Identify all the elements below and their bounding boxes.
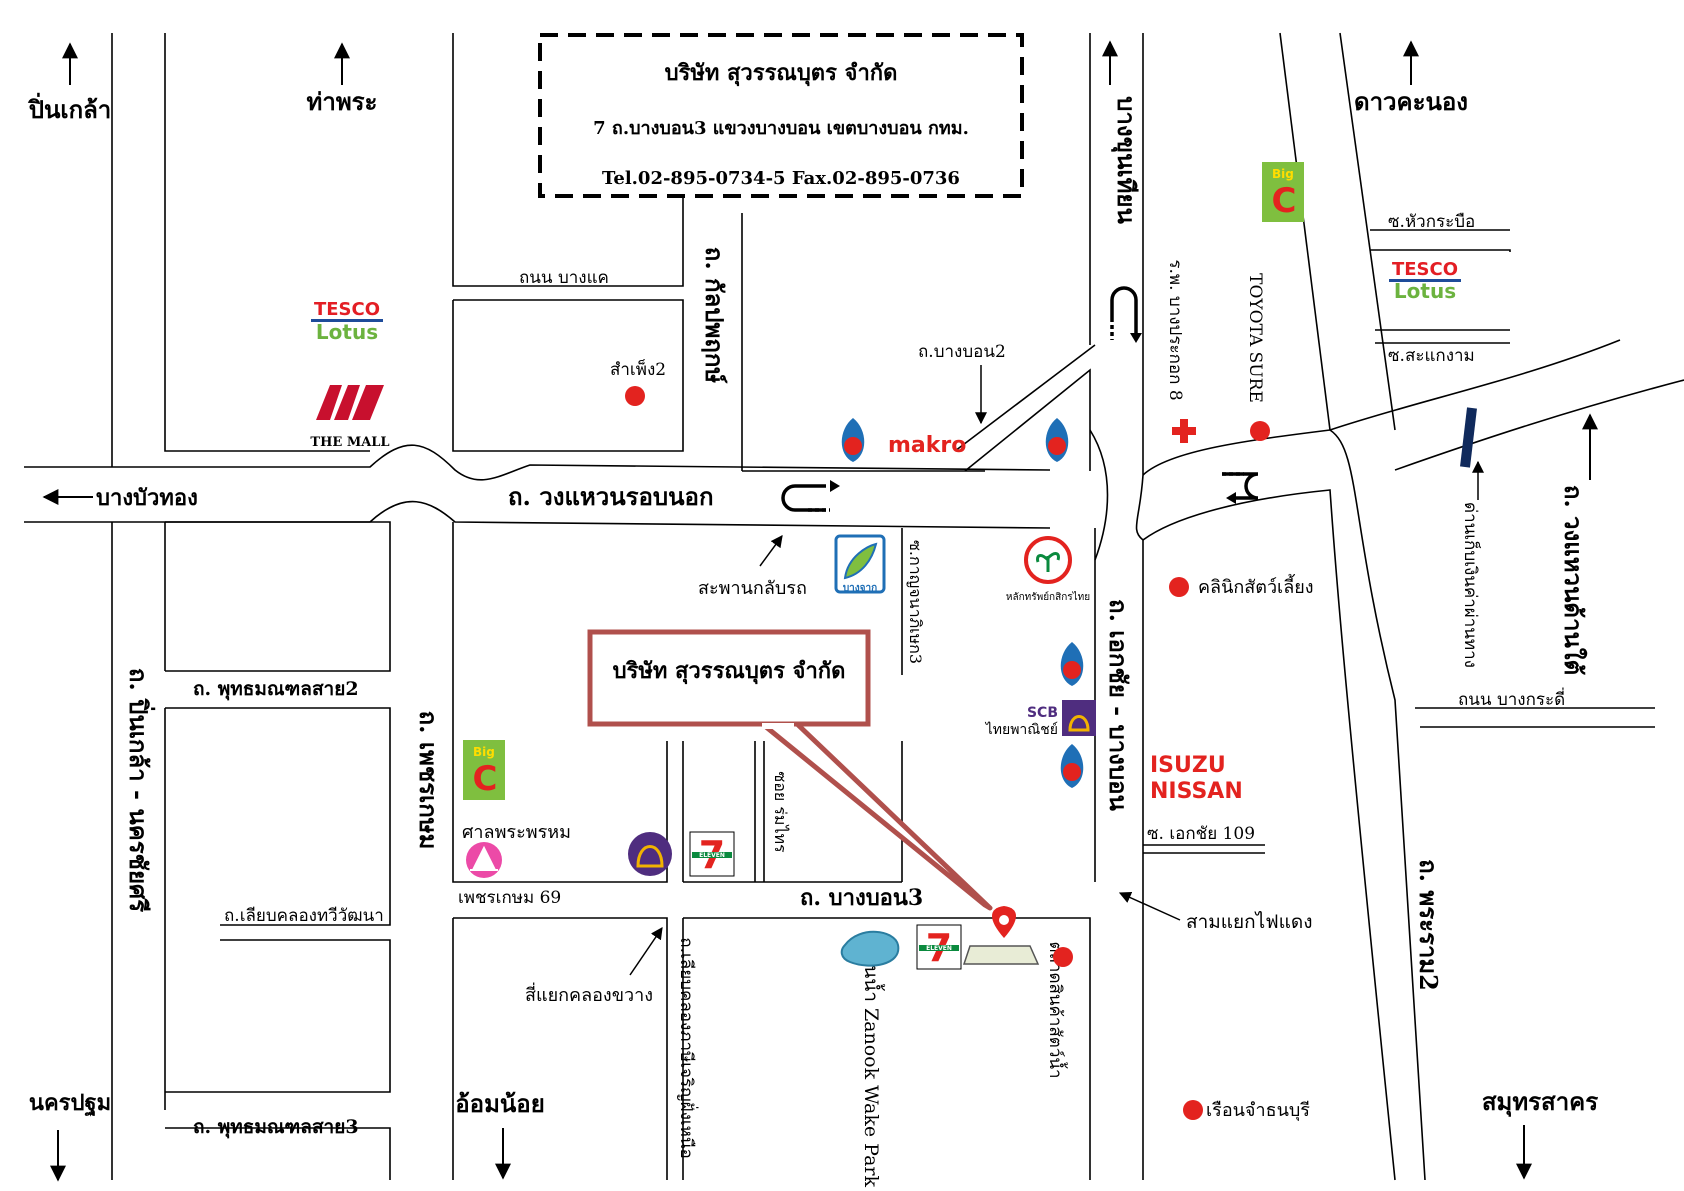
- road-phutthamonthon2: ถ. พุทธมณฑลสาย2: [193, 678, 359, 701]
- road-network: [24, 32, 1684, 1181]
- brand-logos: TESCO Lotus TESCO Lotus THE MALL makro: [310, 162, 1461, 970]
- place-marker-icon: [1053, 947, 1073, 967]
- road-liap-thawiwatthana: ถ.เลียบคลองทวีวัฒนา: [224, 906, 384, 926]
- road-bangbon3: ถ. บางบอน3: [800, 885, 923, 911]
- hospital-cross-icon: [1172, 419, 1196, 443]
- isuzu-logo: ISUZU: [1150, 753, 1226, 778]
- svg-text:TESCO: TESCO: [314, 299, 380, 320]
- road-bangkhae: ถนน บางแค: [519, 268, 609, 288]
- direction-daokanong: ดาวคะนอง: [1354, 87, 1468, 116]
- svg-text:Big: Big: [473, 745, 495, 759]
- ptt-station-icon: [1060, 642, 1084, 686]
- svg-text:ELEVEN: ELEVEN: [699, 852, 725, 859]
- uturn-icons: [781, 286, 1259, 512]
- shrine-icon: [466, 842, 502, 878]
- kasikorn-logo: หลักทรัพย์กสิกรไทย: [1006, 536, 1090, 603]
- place-pet-clinic: คลินิกสัตว์เลี้ยง: [1198, 574, 1314, 598]
- places: สำเพ็ง2 สะพานกลับรถ ศาลพระพรหม สี่แยกคลอ…: [462, 259, 1484, 1187]
- svg-text:ELEVEN: ELEVEN: [926, 945, 952, 952]
- company-header-box: บริษัท สุวรรณบุตร จำกัด 7 ถ.บางบอน3 แขวง…: [538, 33, 1024, 198]
- road-phetkasem69: เพชรเกษม 69: [458, 888, 561, 908]
- bigc-logo: Big C: [463, 740, 505, 800]
- seven-eleven-logo: 7 ELEVEN: [916, 924, 962, 970]
- header-contact: Tel.02-895-0734-5 Fax.02-895-0736: [602, 168, 960, 189]
- road-soi-romsai: ซอย ร่มไทร: [771, 771, 790, 853]
- road-soi-kanchanaphisek3: ซ.กาญจนาภิเษก3: [906, 540, 925, 664]
- road-ekkachai-bangbon: ถ. เอกชัย - บางบอน: [1104, 599, 1133, 811]
- svg-text:THE MALL: THE MALL: [310, 435, 389, 450]
- ptt-station-icon: [1045, 418, 1069, 462]
- svg-text:C: C: [1272, 181, 1297, 221]
- uturn-icon: [1110, 286, 1138, 335]
- direction-omnoi: อ้อมน้อย: [455, 1089, 545, 1118]
- direction-samutsakhon: สมุทรสาคร: [1482, 1087, 1598, 1118]
- svg-text:SCB: SCB: [1027, 705, 1058, 721]
- direction-pinklao: ปิ่นเกล้า: [28, 92, 112, 124]
- nissan-logo: NISSAN: [1150, 779, 1243, 804]
- place-sala-phrom: ศาลพระพรหม: [462, 822, 571, 843]
- road-labels: ถ. วงแหวนรอบนอก ถนน บางแค ถ. กัลปพฤกษ์ ถ…: [124, 212, 1598, 1159]
- road-rama2: ถ. พระราม2: [1414, 859, 1443, 991]
- ptt-station-icon: [1060, 744, 1084, 788]
- uturn-icon: [781, 484, 826, 512]
- uturn-icon: [1222, 472, 1259, 500]
- place-traffic-light: สามแยกไฟแดง: [1186, 911, 1313, 933]
- direction-nakhonpathom: นครปฐม: [29, 1090, 111, 1117]
- direction-thapra: ท่าพระ: [307, 87, 378, 116]
- direction-bangbuathong: บางบัวทอง: [96, 485, 198, 511]
- tesco-lotus-logo: TESCO Lotus: [311, 299, 383, 344]
- callout-company-name: บริษัท สุวรรณบุตร จำกัด: [613, 658, 846, 685]
- road-pinklao-nakhonchaisi: ถ. ปิ่นเกล้า - นครชัยศรี: [124, 668, 156, 912]
- road-soi-ekkachai109: ซ. เอกชัย 109: [1147, 824, 1255, 844]
- place-toyota: TOYOTA SURE: [1245, 273, 1265, 403]
- scb-branch-icon: [628, 832, 672, 876]
- svg-text:Big: Big: [1272, 167, 1294, 181]
- place-si-yaek: สี่แยกคลองขวาง: [525, 982, 653, 1006]
- header-address: 7 ถ.บางบอน3 แขวงบางบอน เขตบางบอน กทม.: [593, 118, 969, 139]
- place-hospital: ร.พ. บางประกอก 8: [1165, 259, 1185, 400]
- bigc-logo: Big C: [1262, 162, 1304, 222]
- the-mall-logo: THE MALL: [310, 385, 390, 450]
- header-company-name: บริษัท สุวรรณบุตร จำกัด: [665, 60, 898, 87]
- road-soi-huakrabue: ซ.หัวกระบือ: [1388, 212, 1475, 232]
- scb-logo: SCB ไทยพาณิชย์: [985, 700, 1096, 738]
- road-phutthamonthon3: ถ. พุทธมณฑลสาย3: [193, 1116, 359, 1139]
- place-toll: ด่านเก็บเงินค่าผ่านทาง: [1460, 502, 1482, 668]
- road-kanchanaphisek: ถ. วงแหวนรอบนอก: [508, 482, 714, 511]
- svg-text:บางจาก: บางจาก: [843, 583, 877, 594]
- road-phetkasem: ถ. เพชรเกษม: [414, 711, 443, 850]
- road-soi-sakaengam: ซ.สะแกงาม: [1388, 346, 1475, 366]
- seven-eleven-logo: 7 ELEVEN: [689, 831, 735, 877]
- place-marker-icon: [1250, 421, 1270, 441]
- svg-text:C: C: [473, 759, 498, 799]
- place-samphaeng2: สำเพ็ง2: [610, 358, 666, 380]
- place-marker-icon: [1183, 1100, 1203, 1120]
- road-bangkradi: ถนน บางกระดี่: [1458, 687, 1565, 710]
- svg-text:Lotus: Lotus: [316, 320, 378, 344]
- road-kalpaphruek: ถ. กัลปพฤกษ์: [700, 247, 729, 384]
- svg-text:Lotus: Lotus: [1394, 279, 1456, 303]
- tesco-lotus-logo: TESCO Lotus: [1389, 259, 1461, 303]
- water-park-pool-icon: [840, 930, 900, 967]
- place-zanook: สวนน้ำ Zanook Wake Park: [860, 943, 885, 1187]
- place-uturn-bridge: สะพานกลับรถ: [698, 578, 807, 599]
- direction-markers: ปิ่นเกล้า ท่าพระ บางขุนเทียน ดาวคะนอง บา…: [28, 40, 1598, 1182]
- place-market: ตลาดสินค้าสัตว์น้ำ: [1045, 941, 1068, 1078]
- makro-logo: makro: [888, 433, 966, 458]
- company-callout: บริษัท สุวรรณบุตร จำกัด: [587, 629, 993, 911]
- direction-bangkhunthian: บางขุนเทียน: [1110, 96, 1141, 224]
- svg-text:TESCO: TESCO: [1392, 259, 1458, 280]
- ptt-station-icon: [841, 418, 865, 462]
- road-bangbon2: ถ.บางบอน2: [918, 342, 1006, 362]
- road-liap-phasicharoen: ถ.เลียบคลองภาษีเจริญฝั่งเหนือ: [676, 937, 699, 1158]
- bangchak-logo: บางจาก: [834, 534, 886, 594]
- place-ruean: เรือนจำธนบุรี: [1206, 1100, 1310, 1121]
- place-marker-icon: [1169, 577, 1189, 597]
- road-kanchanaphisek-south: ถ. วงแหวนด้านใต้: [1559, 485, 1588, 675]
- destination-pin-icon: [962, 906, 1040, 965]
- place-marker-icon: [625, 386, 645, 406]
- svg-text:หลักทรัพย์กสิกรไทย: หลักทรัพย์กสิกรไทย: [1006, 591, 1090, 603]
- svg-text:ไทยพาณิชย์: ไทยพาณิชย์: [985, 721, 1058, 738]
